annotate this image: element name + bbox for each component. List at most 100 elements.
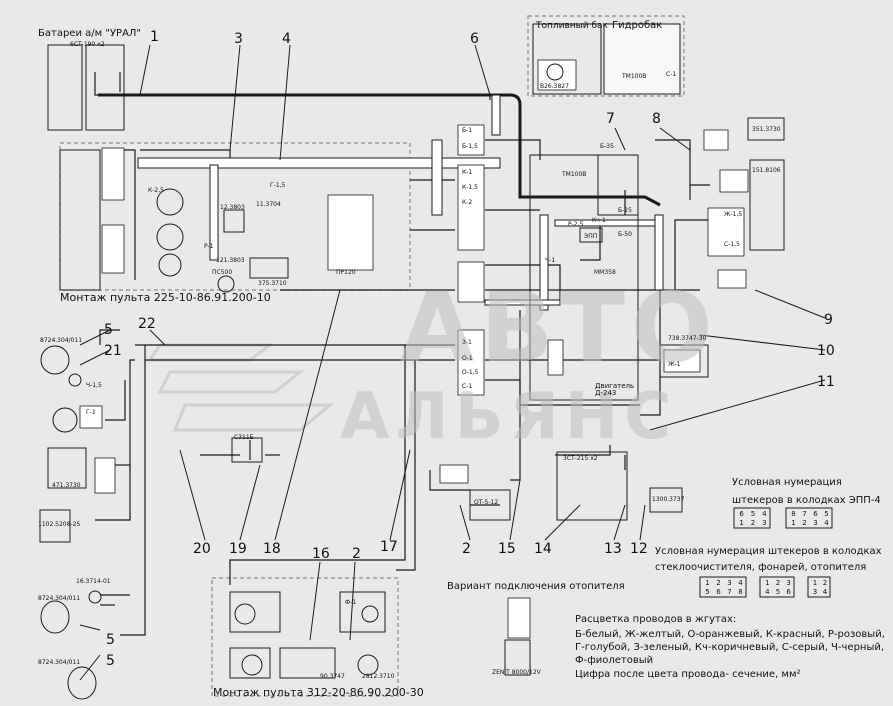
callout-2: 2 <box>462 541 471 557</box>
plug-cell: 2 <box>822 579 828 587</box>
wire-tag: Б-50 <box>618 231 632 238</box>
callout-14: 14 <box>534 541 552 557</box>
plug-cell: 8 <box>791 510 796 518</box>
plug-cell: 6 <box>716 588 721 596</box>
wire-tag: С-1 <box>462 383 473 390</box>
plug-cell: 6 <box>813 510 818 518</box>
c351-label: 351.3730 <box>752 126 781 133</box>
c375-label: 375.3710 <box>258 280 287 287</box>
wire-colors-line3: Ф-фиолетовый <box>575 655 654 666</box>
s311b-label: С311Б <box>234 434 254 441</box>
plug-cell: 5 <box>705 588 710 596</box>
wire-colors-line2: Г-голубой, З-зеленый, Кч-коричневый, С-с… <box>575 642 885 653</box>
wire-tag: К-2 <box>462 199 473 206</box>
wire-tag: К-1,5 <box>462 184 478 191</box>
plug-numbering-wiper-text: Условная нумерация штекеров в колодках с… <box>655 546 882 573</box>
plug-cell: 2 <box>716 579 721 587</box>
callout-21: 21 <box>104 343 122 359</box>
callout-12: 12 <box>630 541 648 557</box>
ot-label: ОТ-5-12 <box>474 499 499 506</box>
panel1-title: Монтаж пульта 225-10-86.91.200-10 <box>60 291 271 304</box>
c121-label: 121.3803 <box>216 257 245 264</box>
pr120-label: ПР120 <box>336 269 356 276</box>
c12-3803-label: 12.3803 <box>220 204 245 211</box>
terminal-blocks <box>79 59 749 639</box>
callout-2-b: 2 <box>352 546 361 562</box>
c16-label: 16.3714-01 <box>76 578 111 585</box>
wire-tag: Ж-1 <box>668 361 681 368</box>
plug-grid-epp-b: 8 7 6 5 1 2 3 4 <box>788 510 832 527</box>
epp-label: ЭПП <box>584 233 598 240</box>
wire-tag: Б-1,5 <box>462 143 478 150</box>
plug-grid-epp-a: 6 5 4 1 2 3 <box>736 510 770 527</box>
heater-variant-title: Вариант подключения отопителя <box>447 581 625 592</box>
wire-tag: З-1 <box>462 339 472 346</box>
plug-cell: 7 <box>802 510 807 518</box>
plug-cell: 2 <box>802 519 807 527</box>
wire-colors-line1: Б-белый, Ж-желтый, О-оранжевый, К-красны… <box>575 629 885 640</box>
battery-right <box>85 44 125 131</box>
wire-tag: Кч-1 <box>592 217 606 224</box>
callout-7: 7 <box>606 111 615 127</box>
components <box>39 23 833 700</box>
plug-cell: 3 <box>812 588 818 596</box>
wire-colors-title: Расцветка проводов в жгутах: <box>575 614 737 625</box>
wire-tag: Б-25 <box>618 207 632 214</box>
wire-tag: К-2,5 <box>148 187 164 194</box>
watermark-top: АВТО <box>400 272 719 384</box>
plug-cell: 1 <box>765 579 770 587</box>
zenit-label: ZENIT 8000/12V <box>492 669 541 676</box>
wire-tag: Р-2,5 <box>568 221 584 228</box>
c471-label: 471.3730 <box>52 482 81 489</box>
c2812-label: 2812.3710 <box>362 673 395 680</box>
plug-cell: 5 <box>750 510 756 518</box>
plug-cell: 1 <box>791 519 796 527</box>
battery-model: 6СТ-190 х2 <box>70 41 105 48</box>
plug-grid-wiper-c: 1 2 3 4 <box>810 579 830 596</box>
callout-3: 3 <box>234 31 243 47</box>
c8724-b-label: 8724.304/011 <box>38 595 81 602</box>
plug-cell: 1 <box>705 579 710 587</box>
plug-cell: 4 <box>822 588 828 596</box>
plug-cell: 4 <box>765 588 770 596</box>
plug-cell: 2 <box>750 519 756 527</box>
c1300-label: 1300.3737 <box>652 496 685 503</box>
callout-5-top: 5 <box>104 322 113 338</box>
watermark-logo <box>147 343 335 432</box>
plug-cell: 5 <box>775 588 781 596</box>
ps500-label: ПС500 <box>212 269 233 276</box>
hydro-tank-title: Гидробак <box>612 20 663 31</box>
c738-label: 738.3747-30 <box>668 335 707 342</box>
plug-cell: 3 <box>727 579 732 587</box>
tm100v-tank-label: ТМ100В <box>622 73 647 80</box>
fuel-tank-title: Топливный бак <box>536 21 608 31</box>
c8724-c-label: 8724.304/011 <box>38 659 81 666</box>
callout-17: 17 <box>380 539 398 555</box>
callout-1: 1 <box>150 29 159 45</box>
tm100v-engine-label: ТМ100В <box>562 171 587 178</box>
plug-numbering-epp: Условная нумерация штекеров в колодках Э… <box>732 474 881 510</box>
wire-tag: Р-1 <box>204 243 214 250</box>
callout-4: 4 <box>282 31 291 47</box>
wire-tag: К-1 <box>462 169 473 176</box>
callout-11: 11 <box>817 374 835 390</box>
batteries-title: Батареи а/м "УРАЛ" <box>38 28 142 39</box>
wire-tag: Б-35 <box>600 143 614 150</box>
c1-label: С-1 <box>666 71 677 78</box>
plug-numbering-epp-text: Условная нумерация штекеров в колодках Э… <box>732 477 881 506</box>
callout-6: 6 <box>470 31 479 47</box>
watermark-bottom: АЛЬЯНС <box>340 380 678 454</box>
plug-cell: 5 <box>824 510 829 518</box>
plug-cell: 2 <box>775 579 781 587</box>
wire-tag: С-1,5 <box>724 241 740 248</box>
wiring-lines <box>94 72 710 636</box>
c1102-label: 1102.5208-25 <box>38 521 81 528</box>
c11-3704-label: 11.3704 <box>256 201 281 208</box>
battery-left <box>47 44 83 131</box>
wire-tag: Ф-1 <box>345 599 357 606</box>
engine-label: Двигатель Д-243 <box>595 382 635 397</box>
plug-cell: 3 <box>813 519 818 527</box>
plug-grid-wiper-b: 1 2 3 4 5 6 <box>762 579 794 596</box>
c3ct-label: 3СТ-215 х2 <box>563 455 598 462</box>
callout-9: 9 <box>824 312 833 328</box>
